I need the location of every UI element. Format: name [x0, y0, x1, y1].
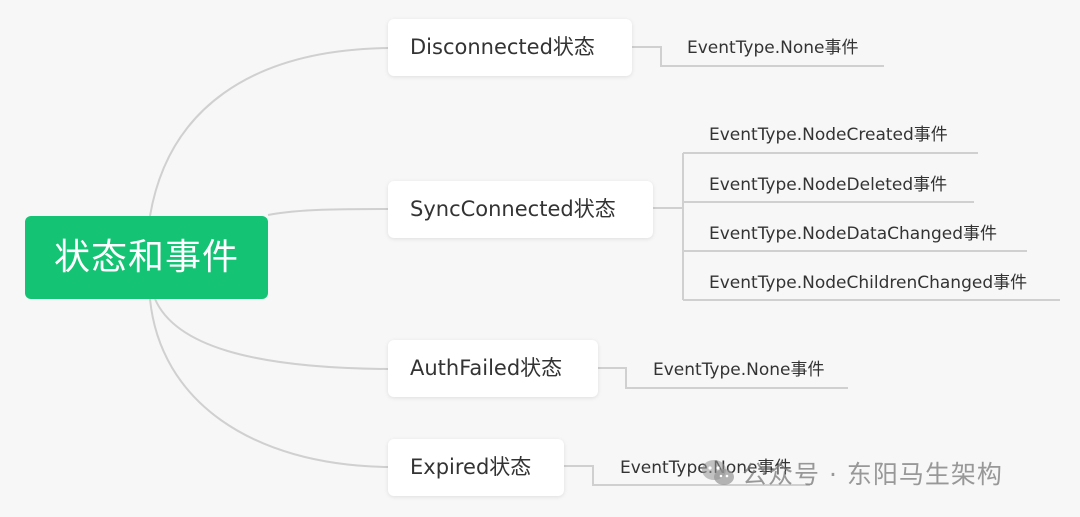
state-node-expired[interactable]: Expired状态: [388, 439, 564, 496]
wechat-icon: [702, 460, 734, 485]
event-leaf-disconnected-none[interactable]: EventType.None事件: [687, 38, 859, 58]
connector-authfailed-leaf: [598, 367, 848, 389]
event-leaf-node-data-changed[interactable]: EventType.NodeDataChanged事件: [709, 224, 997, 244]
state-node-disconnected[interactable]: Disconnected状态: [388, 19, 632, 76]
connector-expired-leaf: [564, 465, 810, 486]
event-leaf-node-deleted[interactable]: EventType.NodeDeleted事件: [709, 175, 948, 195]
watermark: 公众号 · 东阳马生架构: [700, 455, 1003, 491]
event-leaf-node-children-changed[interactable]: EventType.NodeChildrenChanged事件: [709, 273, 1028, 293]
event-leaf-authfailed-none[interactable]: EventType.None事件: [653, 360, 825, 380]
state-node-syncconnected[interactable]: SyncConnected状态: [388, 181, 653, 238]
connector-root-authfailed: [154, 298, 389, 370]
event-leaf-node-created[interactable]: EventType.NodeCreated事件: [709, 125, 948, 145]
state-node-authfailed[interactable]: AuthFailed状态: [388, 340, 598, 397]
connector-root-disconnected: [149, 47, 389, 217]
connector-sync-bracket: [653, 153, 684, 300]
root-node[interactable]: 状态和事件: [25, 216, 268, 299]
connector-root-expired: [149, 298, 389, 468]
watermark-text: 公众号 · 东阳马生架构: [742, 460, 1003, 489]
connector-disconnected-leaf: [632, 46, 884, 67]
connector-root-syncconnected: [267, 208, 389, 216]
